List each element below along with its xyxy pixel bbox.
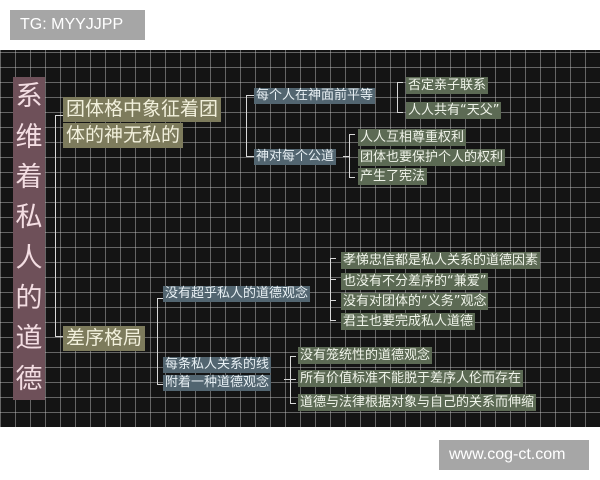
node-god-fair-to-all: 神对每个公道: [254, 149, 337, 165]
leaf-deny-kinship: 否定亲子联系: [406, 77, 489, 94]
branch-group-spirit-line1: 团体格中象征着团: [63, 97, 222, 122]
connector-line: [330, 258, 336, 259]
leaf-morality-law-elastic: 道德与法律根据对象与自己的关系而伸缩: [298, 394, 537, 411]
connector-line: [397, 112, 403, 113]
title-char: 道: [15, 323, 43, 355]
node-equal-before-god: 每个人在神面前平等: [254, 88, 376, 104]
main-title-bar: 系 维 着 私 人 的 道 德: [13, 77, 45, 400]
node-private-relation-line1: 每条私人关系的线: [163, 357, 272, 373]
connector-line: [397, 82, 403, 83]
connector-line: [330, 300, 336, 301]
connector-line: [330, 279, 336, 280]
title-char: 德: [15, 363, 43, 395]
leaf-values-within-order: 所有价值标准不能脱于差序人伦而存在: [298, 370, 524, 387]
connector-line: [157, 384, 163, 385]
connector-line: [157, 298, 158, 384]
connector-line: [246, 156, 254, 157]
connector-line: [290, 379, 296, 380]
node-private-relation-line2: 附着一种道德观念: [163, 375, 272, 391]
leaf-mutual-respect-rights: 人人互相尊重权利: [358, 129, 467, 146]
title-char: 的: [15, 283, 43, 315]
branch-differential-mode: 差序格局: [63, 326, 146, 351]
connector-line: [246, 95, 254, 96]
connector-line: [343, 156, 349, 157]
title-char: 着: [15, 161, 43, 193]
leaf-no-universal-love: 也没有不分差序的“兼爱”: [341, 273, 489, 290]
node-no-transcendent-morality: 没有超乎私人的道德观念: [163, 286, 311, 302]
connector-line: [349, 134, 350, 177]
connector-line: [349, 134, 355, 135]
connector-line: [246, 95, 247, 156]
branch-group-spirit-line2: 体的神无私的: [63, 123, 184, 148]
leaf-constitution: 产生了宪法: [358, 168, 428, 185]
title-char: 人: [15, 242, 43, 274]
connector-line: [349, 177, 355, 178]
mind-map-board: 系 维 着 私 人 的 道 德 团体格中象征着团 体的神无私的 每个人在神面前平…: [0, 50, 600, 427]
connector-line: [290, 403, 296, 404]
connector-line: [330, 258, 331, 320]
title-char: 系: [15, 81, 43, 113]
connector-line: [55, 115, 56, 336]
leaf-filial-loyalty: 孝悌忠信都是私人关系的道德因素: [341, 252, 541, 269]
leaf-ruler-private-morality: 君主也要完成私人道德: [341, 313, 476, 330]
connector-line: [157, 298, 163, 299]
leaf-no-group-duty: 没有对团体的“义务”观念: [341, 293, 489, 310]
watermark-bottom: www.cog-ct.com: [439, 440, 589, 470]
connector-line: [55, 115, 63, 116]
leaf-no-general-morality: 没有笼统性的道德观念: [298, 347, 433, 364]
connector-line: [284, 379, 290, 380]
leaf-common-heavenly-father: 人人共有“天父”: [406, 102, 502, 119]
connector-line: [290, 356, 296, 357]
leaf-protect-individual-rights: 团体也要保护个人的权利: [358, 149, 506, 166]
connector-line: [330, 320, 336, 321]
watermark-top: TG: MYYJJPP: [10, 10, 145, 40]
connector-line: [397, 82, 398, 112]
connector-line: [55, 336, 63, 337]
title-char: 维: [15, 121, 43, 153]
title-char: 私: [15, 202, 43, 234]
